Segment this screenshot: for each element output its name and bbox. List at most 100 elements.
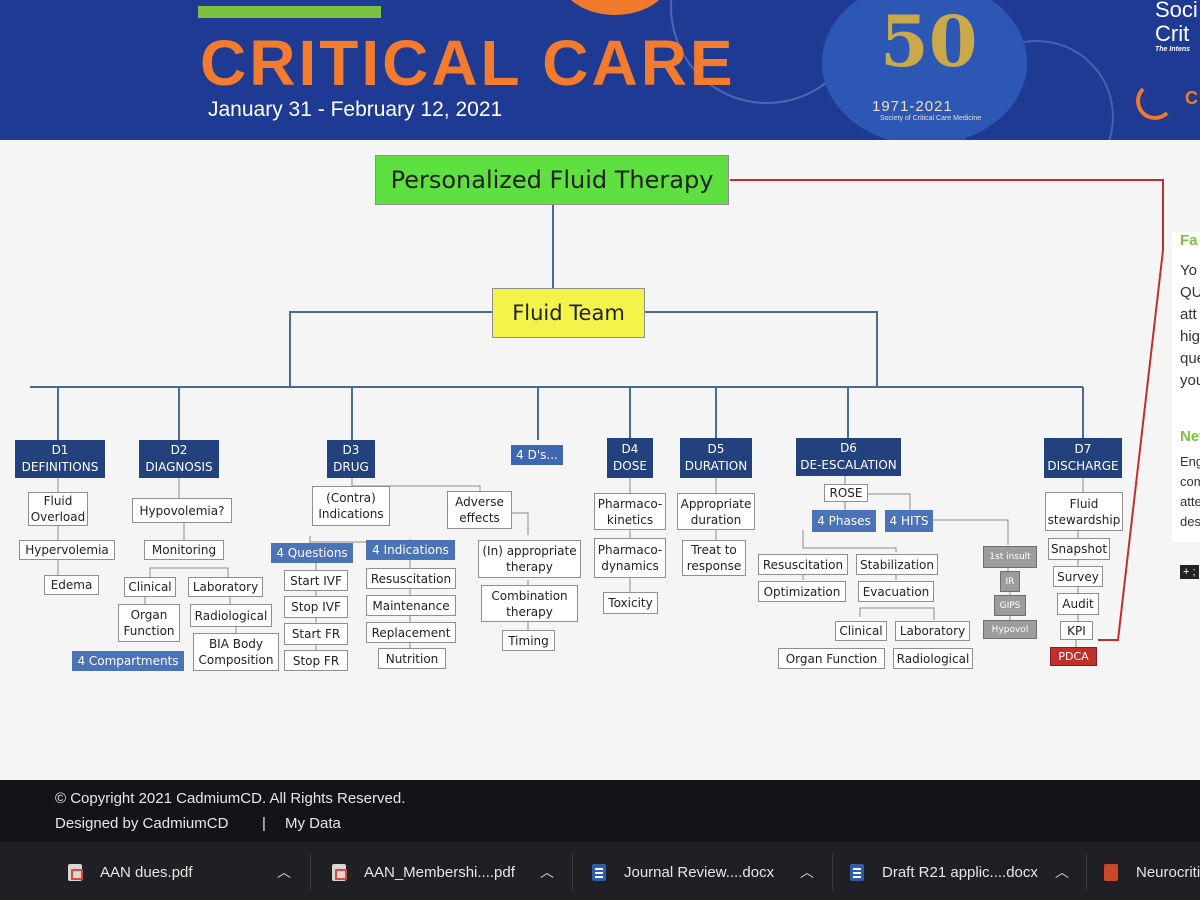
footer-separator: | — [262, 815, 266, 832]
copyright-text: © Copyright 2021 CadmiumCD. All Rights R… — [55, 790, 406, 807]
node-adverse-effects: Adverse effects — [447, 491, 512, 529]
d5-header: D5 DURATION — [680, 438, 752, 478]
node-timing: Timing — [502, 630, 555, 651]
node-start-fr: Start FR — [284, 623, 348, 645]
d6-header: D6 DE-ESCALATION — [796, 438, 901, 476]
node-4-indications: 4 Indications — [366, 540, 455, 560]
panel-text-line: comm — [1180, 474, 1200, 489]
pdf-file-icon — [332, 863, 347, 881]
page-footer: © Copyright 2021 CadmiumCD. All Rights R… — [0, 780, 1200, 842]
node-d6-resuscitation: Resuscitation — [758, 554, 848, 575]
panel-text-line: att — [1180, 306, 1197, 323]
word-file-icon — [592, 863, 606, 881]
org-tagline: The Intens — [1155, 46, 1191, 53]
divider — [832, 854, 833, 890]
slide-area: Personalized Fluid Therapy Fluid Team D1… — [0, 140, 1200, 780]
node-d6-radiological: Radiological — [893, 648, 973, 669]
team-node: Fluid Team — [492, 288, 645, 338]
panel-text-line: Yo — [1180, 262, 1197, 279]
node-1st-insult: 1st insult — [983, 546, 1037, 568]
node-nutrition: Nutrition — [378, 648, 446, 669]
d4-header: D4 DOSE — [607, 438, 653, 478]
org-name: Soci Crit — [1155, 0, 1198, 46]
keyboard-shortcut-badge: + ; — [1180, 565, 1199, 579]
panel-text-line: QU — [1180, 284, 1200, 301]
node-combination-therapy: Combination therapy — [481, 585, 578, 622]
node-treat-to-response: Treat to response — [682, 540, 746, 576]
node-start-ivf: Start IVF — [284, 570, 348, 591]
node-pdca: PDCA — [1050, 647, 1097, 666]
node-hypervolemia: Hypervolemia — [19, 540, 115, 560]
chevron-up-icon[interactable]: ︿ — [277, 864, 291, 880]
node-organ-function: Organ Function — [118, 604, 180, 642]
node-d6-clinical: Clinical — [835, 621, 887, 641]
node-fluid-stewardship: Fluid stewardship — [1045, 492, 1123, 531]
node-ir: IR — [1000, 571, 1020, 592]
download-item[interactable]: Neurocriti — [1104, 852, 1200, 892]
download-item[interactable]: AAN_Membershi....pdf — [332, 852, 515, 892]
event-dates: January 31 - February 12, 2021 — [208, 98, 503, 121]
anniversary-org: Society of Critical Care Medicine — [880, 115, 982, 122]
node-gips: GIPS — [994, 595, 1026, 616]
chevron-up-icon[interactable]: ︿ — [1055, 864, 1069, 880]
panel-heading: Netw — [1180, 428, 1200, 445]
designed-by-link[interactable]: Designed by CadmiumCD — [55, 815, 229, 832]
node-contra-indications: (Contra) Indications — [312, 486, 390, 526]
node-stop-ivf: Stop IVF — [284, 596, 348, 618]
node-optimization: Optimization — [758, 581, 846, 602]
node-snapshot: Snapshot — [1048, 538, 1110, 560]
side-info-panel: Fa Yo QU att hig que you Netw Enga comm … — [1172, 232, 1200, 542]
node-pharmacodynamics: Pharmaco- dynamics — [594, 538, 666, 578]
chevron-up-icon[interactable]: ︿ — [540, 864, 554, 880]
my-data-link[interactable]: My Data — [285, 815, 341, 832]
node-stop-fr: Stop FR — [284, 650, 348, 671]
node-inappropriate-therapy: (In) appropriate therapy — [478, 540, 581, 578]
anniversary-number: 50 — [880, 0, 978, 83]
panel-text-line: atten — [1180, 494, 1200, 509]
download-item[interactable]: Journal Review....docx — [592, 852, 774, 892]
anniversary-years: 1971-2021 — [872, 98, 953, 115]
event-banner: CRITICAL CARE January 31 - February 12, … — [0, 0, 1200, 140]
panel-text-line: hig — [1180, 328, 1200, 345]
node-monitoring: Monitoring — [144, 540, 224, 560]
d3-header: D3 DRUG — [327, 440, 375, 478]
node-maintenance: Maintenance — [366, 595, 456, 616]
org-name-line: Crit — [1155, 21, 1190, 46]
panel-text-line: you — [1180, 372, 1200, 389]
node-d6-laboratory: Laboratory — [895, 621, 970, 641]
node-kpi: KPI — [1060, 621, 1093, 640]
node-audit: Audit — [1057, 593, 1099, 615]
download-shelf: AAN dues.pdf ︿ AAN_Membershi....pdf ︿ Jo… — [0, 842, 1200, 900]
download-item[interactable]: Draft R21 applic....docx — [850, 852, 1038, 892]
node-hypovolemia: Hypovolemia? — [132, 498, 232, 523]
divider — [572, 854, 573, 890]
panel-heading: Fa — [1180, 232, 1198, 249]
node-d6-organ-function: Organ Function — [778, 648, 885, 669]
root-node: Personalized Fluid Therapy — [375, 155, 729, 205]
divider — [1086, 854, 1087, 890]
chevron-up-icon[interactable]: ︿ — [800, 864, 814, 880]
node-resuscitation: Resuscitation — [366, 568, 456, 589]
node-4-phases: 4 Phases — [812, 510, 876, 532]
node-bia-body-composition: BIA Body Composition — [193, 633, 279, 671]
node-edema: Edema — [44, 575, 99, 595]
node-rose: ROSE — [824, 484, 868, 502]
download-filename: AAN dues.pdf — [100, 863, 193, 881]
panel-text-line: Enga — [1180, 454, 1200, 469]
download-item[interactable]: AAN dues.pdf — [68, 852, 193, 892]
node-pharmacokinetics: Pharmaco- kinetics — [594, 493, 666, 530]
pdf-file-icon — [68, 863, 83, 881]
divider — [310, 854, 311, 890]
download-filename: Journal Review....docx — [624, 863, 775, 881]
diagram-connectors — [30, 179, 1164, 650]
four-ds-chip: 4 D's... — [511, 445, 563, 465]
banner-orange-circle — [560, 0, 670, 15]
node-hypovol: Hypovol — [983, 620, 1037, 639]
download-filename: Draft R21 applic....docx — [882, 863, 1038, 881]
d2-header: D2 DIAGNOSIS — [139, 440, 219, 478]
banner-green-bar — [198, 6, 381, 18]
node-replacement: Replacement — [366, 622, 456, 643]
panel-text-line: deskt — [1180, 514, 1200, 529]
word-file-icon — [850, 863, 864, 881]
powerpoint-file-icon — [1104, 863, 1118, 881]
